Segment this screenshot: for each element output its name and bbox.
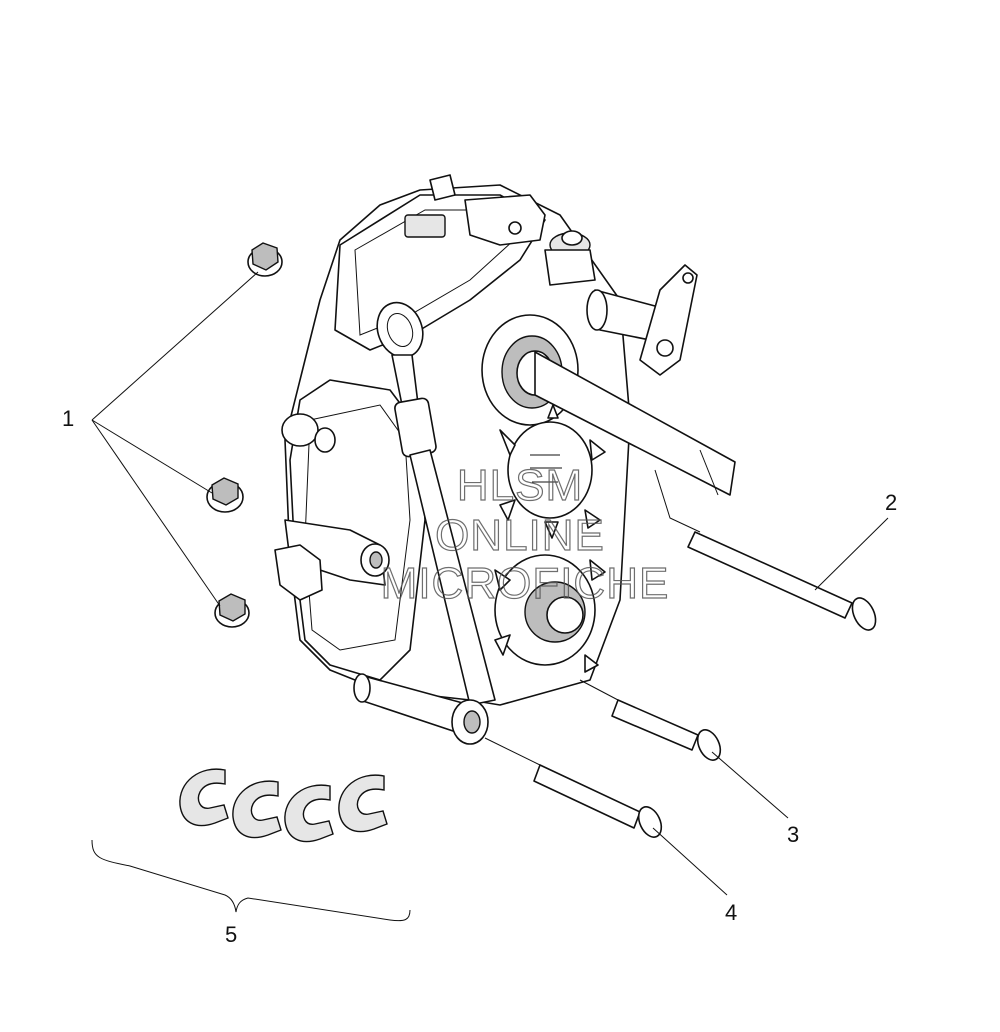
callout-1: 1	[62, 406, 74, 431]
flange-nut-group	[206, 242, 283, 628]
watermark-line-2: ONLINE	[435, 511, 605, 560]
shim-icon	[232, 780, 282, 839]
watermark-line-1: HLSM	[457, 461, 583, 510]
bolt-icon	[484, 737, 663, 838]
gearbox-assembly	[274, 174, 736, 745]
long-bolt-icon	[654, 469, 877, 631]
flange-nut-icon	[214, 593, 250, 628]
callout-5: 5	[225, 922, 237, 947]
splined-input-shaft	[494, 554, 606, 673]
watermark-line-3: MICROFICHE	[381, 559, 670, 608]
flange-nut-icon	[206, 477, 244, 513]
leader-lines	[91, 271, 889, 922]
callout-labels: 1 2 3 4 5	[62, 406, 897, 947]
callout-2: 2	[885, 490, 897, 515]
flange-nut-icon	[247, 242, 283, 277]
shim-icon	[179, 768, 229, 827]
callout-4: 4	[725, 900, 737, 925]
watermark: HLSM ONLINE MICROFICHE	[380, 460, 670, 608]
callout-3: 3	[787, 822, 799, 847]
shim-icon	[284, 784, 334, 843]
bolt-icon	[579, 679, 722, 761]
shim-icon	[338, 774, 388, 833]
gear-spider	[499, 404, 606, 539]
shim-group	[179, 768, 388, 843]
